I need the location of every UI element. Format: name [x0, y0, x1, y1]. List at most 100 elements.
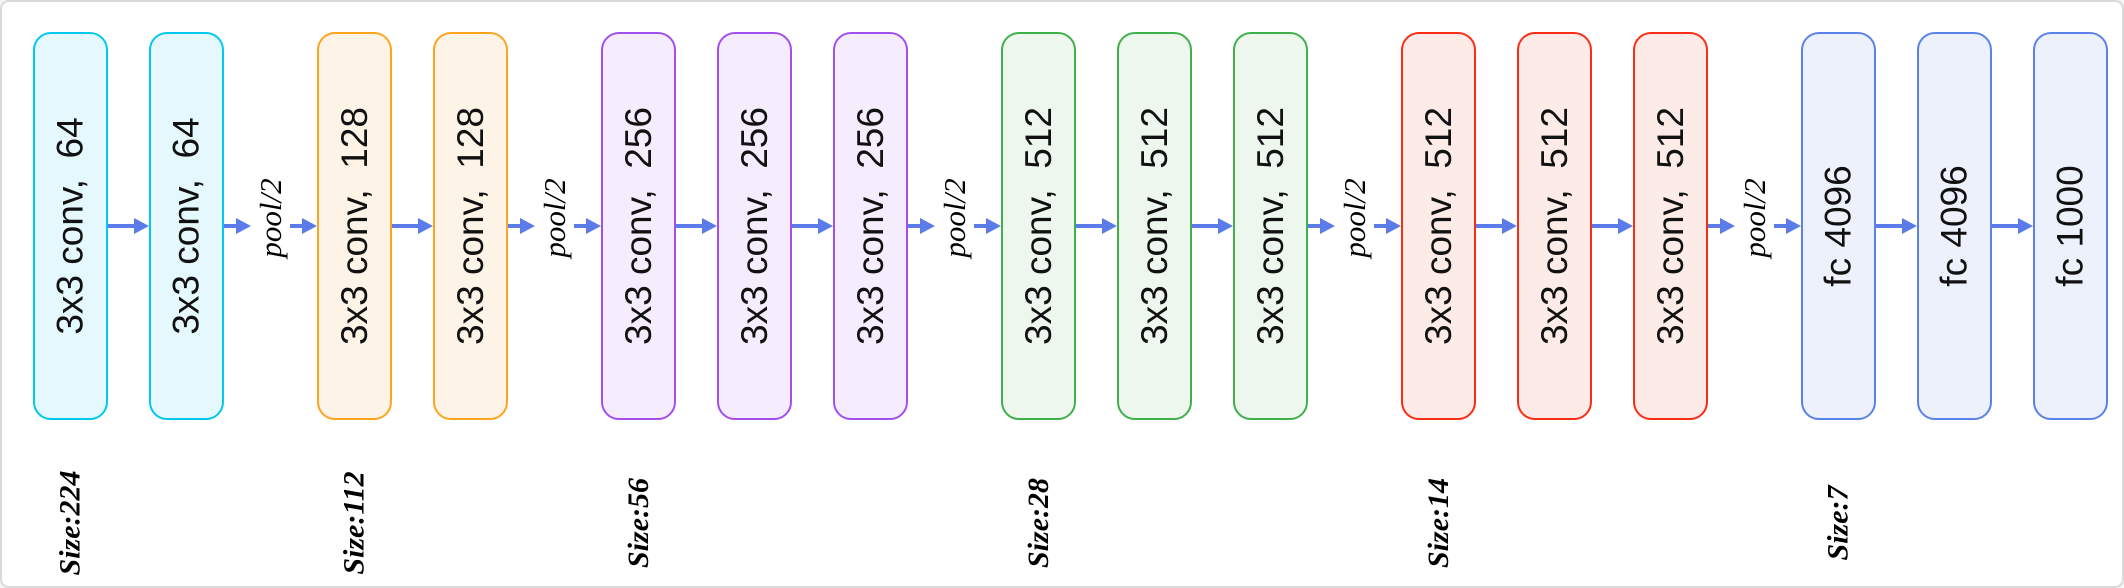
- flow-arrow-icon-conv5: [1476, 218, 1517, 234]
- pool-label: pool/2: [936, 178, 972, 258]
- block-label: 3x3 conv, 512: [1017, 107, 1059, 345]
- block-label: 3x3 conv, 512: [1533, 107, 1575, 345]
- arrow-shaft: [1192, 224, 1218, 228]
- arrow-head: [520, 218, 535, 234]
- block-label: 3x3 conv, 128: [333, 107, 375, 345]
- pool-gap-2: pool/2: [508, 32, 601, 420]
- size-label-wrap-conv1: Size:224: [33, 444, 108, 586]
- block-label: 3x3 conv, 64: [49, 117, 91, 335]
- block-conv2-2: 3x3 conv, 128: [433, 32, 508, 420]
- arrow-shaft: [792, 224, 818, 228]
- arrow-shaft: [224, 224, 236, 228]
- block-conv3-3: 3x3 conv, 256: [833, 32, 908, 420]
- arrow-head: [1218, 218, 1233, 234]
- block-conv3-1: 3x3 conv, 256: [601, 32, 676, 420]
- arrow-head: [1320, 218, 1335, 234]
- flow-arrow-icon-pool-out: [1774, 218, 1801, 234]
- size-label-wrap-conv4: Size:28: [1001, 444, 1076, 586]
- block-label: 3x3 conv, 256: [849, 107, 891, 345]
- group-conv1: 3x3 conv, 64 3x3 conv, 64 Size:224: [33, 32, 224, 576]
- arrow-shaft: [508, 224, 520, 228]
- block-conv5-1: 3x3 conv, 512: [1401, 32, 1476, 420]
- arrow-head: [986, 218, 1001, 234]
- block-label: fc 1000: [2049, 165, 2091, 287]
- flow-arrow-icon-conv1: [108, 218, 149, 234]
- arrow-head: [2018, 218, 2033, 234]
- size-label-conv2: Size:112: [337, 471, 371, 575]
- flow-arrow-icon-fc: [1876, 218, 1917, 234]
- block-fc-2: fc 4096: [1917, 32, 1992, 420]
- arrow-head: [1720, 218, 1735, 234]
- arrow-head: [818, 218, 833, 234]
- arrow-head: [1386, 218, 1401, 234]
- arrow-head: [1902, 218, 1917, 234]
- block-label: 3x3 conv, 512: [1249, 107, 1291, 345]
- block-label: 3x3 conv, 512: [1649, 107, 1691, 345]
- block-conv3-2: 3x3 conv, 256: [717, 32, 792, 420]
- arrow-head: [302, 218, 317, 234]
- diagram-row: 3x3 conv, 64 3x3 conv, 64 Size:224 pool/2 3x…: [33, 32, 2108, 576]
- arrow-head: [1618, 218, 1633, 234]
- arrow-shaft: [1308, 224, 1320, 228]
- size-label-conv1: Size:224: [53, 470, 87, 576]
- flow-arrow-icon-pool-out: [1374, 218, 1401, 234]
- pool-label: pool/2: [1336, 178, 1372, 258]
- block-conv4-1: 3x3 conv, 512: [1001, 32, 1076, 420]
- block-conv1-2: 3x3 conv, 64: [149, 32, 224, 420]
- size-label-conv4: Size:28: [1021, 478, 1055, 568]
- block-fc-1: fc 4096: [1801, 32, 1876, 420]
- size-label-conv5: Size:14: [1421, 478, 1455, 568]
- arrow-shaft: [908, 224, 920, 228]
- arrow-shaft: [1876, 224, 1902, 228]
- arrow-head: [418, 218, 433, 234]
- flow-arrow-icon-conv4: [1076, 218, 1117, 234]
- flow-arrow-icon-conv4: [1192, 218, 1233, 234]
- size-label-fc: Size:7: [1821, 485, 1855, 561]
- pool-gap-1: pool/2: [224, 32, 317, 420]
- size-label-wrap-conv5: Size:14: [1401, 444, 1476, 586]
- block-conv4-3: 3x3 conv, 512: [1233, 32, 1308, 420]
- block-label: 3x3 conv, 128: [449, 107, 491, 345]
- block-conv1-1: 3x3 conv, 64: [33, 32, 108, 420]
- block-label: fc 4096: [1933, 165, 1975, 287]
- size-label-wrap-conv2: Size:112: [317, 444, 392, 586]
- block-conv2-1: 3x3 conv, 128: [317, 32, 392, 420]
- block-label: 3x3 conv, 256: [617, 107, 659, 345]
- flow-arrow-icon-conv5: [1592, 218, 1633, 234]
- flow-arrow-icon-pool-out: [574, 218, 601, 234]
- size-label-wrap-fc: Size:7: [1801, 444, 1876, 586]
- block-label: 3x3 conv, 64: [165, 117, 207, 335]
- arrow-shaft: [974, 224, 986, 228]
- pool-label: pool/2: [1736, 178, 1772, 258]
- arrow-head: [1102, 218, 1117, 234]
- block-label: 3x3 conv, 512: [1417, 107, 1459, 345]
- flow-arrow-icon-pool-in: [508, 218, 535, 234]
- arrow-shaft: [1592, 224, 1618, 228]
- arrow-shaft: [1708, 224, 1720, 228]
- flow-arrow-icon-fc: [1992, 218, 2033, 234]
- pool-label: pool/2: [252, 178, 288, 258]
- arrow-shaft: [1374, 224, 1386, 228]
- arrow-head: [702, 218, 717, 234]
- arrow-head: [236, 218, 251, 234]
- flow-arrow-icon-pool-out: [974, 218, 1001, 234]
- block-label: fc 4096: [1817, 165, 1859, 287]
- arrow-shaft: [574, 224, 586, 228]
- pool-gap-5: pool/2: [1708, 32, 1801, 420]
- flow-arrow-icon-pool-in: [1308, 218, 1335, 234]
- flow-arrow-icon-pool-in: [1708, 218, 1735, 234]
- arrow-shaft: [676, 224, 702, 228]
- block-conv5-3: 3x3 conv, 512: [1633, 32, 1708, 420]
- flow-arrow-icon-pool-out: [290, 218, 317, 234]
- flow-arrow-icon-conv3: [792, 218, 833, 234]
- arrow-head: [920, 218, 935, 234]
- pool-label: pool/2: [536, 178, 572, 258]
- arrow-shaft: [1992, 224, 2018, 228]
- arrow-head: [586, 218, 601, 234]
- flow-arrow-icon-conv2: [392, 218, 433, 234]
- arrow-shaft: [108, 224, 134, 228]
- block-label: 3x3 conv, 256: [733, 107, 775, 345]
